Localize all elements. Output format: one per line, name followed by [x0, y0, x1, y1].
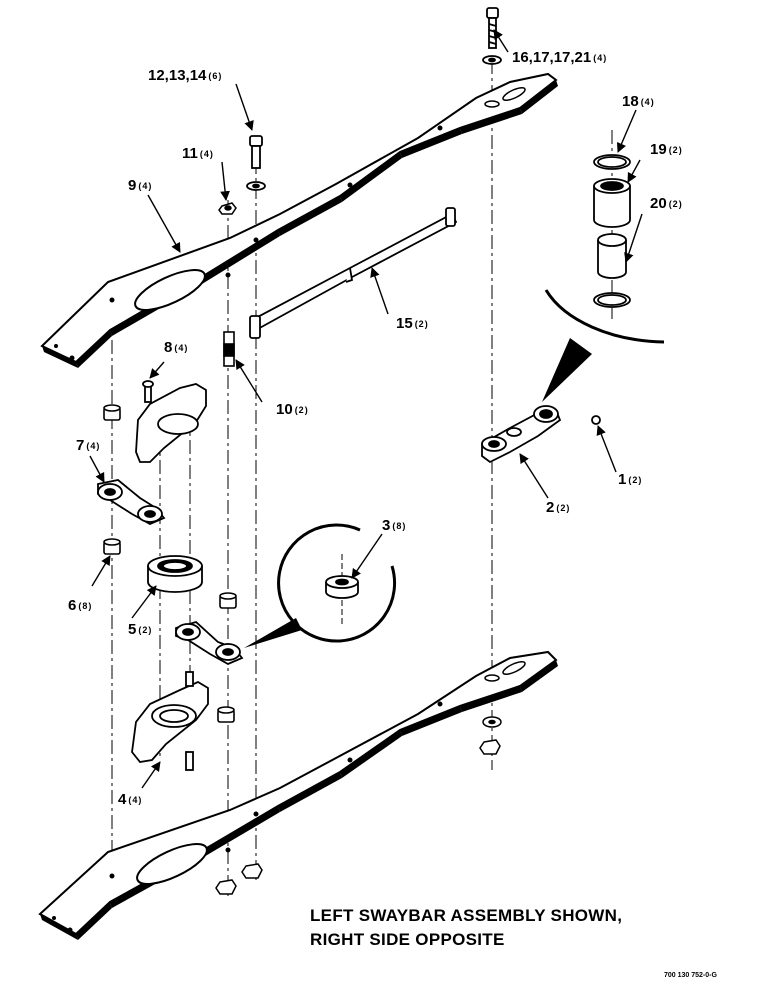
lower-nuts [215, 716, 502, 895]
callout-9: 9(4) [128, 177, 153, 194]
callout-8: 8(4) [164, 339, 189, 356]
lower-swaybar-plate [38, 650, 558, 940]
callout-6: 6(8) [68, 597, 93, 614]
callout-10: 10(2) [276, 401, 309, 418]
caption-line-2: RIGHT SIDE OPPOSITE [310, 930, 505, 949]
bushing-stack [593, 154, 631, 308]
caption-line-1: LEFT SWAYBAR ASSEMBLY SHOWN, [310, 906, 623, 925]
callout-4: 4(4) [118, 791, 143, 808]
bushings-6 [103, 404, 237, 723]
spacer-10 [223, 331, 235, 367]
bolt-12 [246, 135, 266, 191]
diagram-caption: LEFT SWAYBAR ASSEMBLY SHOWN, RIGHT SIDE … [310, 904, 622, 952]
callout-20: 20(2) [650, 195, 683, 212]
callout-15: 15(2) [396, 315, 429, 332]
detail-arc-upper [544, 289, 665, 344]
document-number: 700 130 752-0-G [664, 972, 717, 979]
bearing-5 [147, 555, 203, 593]
strap-part-15 [249, 207, 458, 339]
callout-2: 2(2) [546, 499, 571, 516]
callout-11: 11(4) [182, 145, 214, 162]
callout-3: 3(8) [382, 517, 407, 534]
detail-pointer-upper [542, 338, 592, 402]
callout-5: 5(2) [128, 621, 153, 638]
callout-19: 19(2) [650, 141, 683, 158]
callout-18: 18(4) [622, 93, 655, 110]
mount-plate-upper [135, 380, 207, 463]
nut-11 [218, 202, 237, 215]
mount-plate-lower [131, 671, 209, 771]
leader-lines [89, 29, 643, 789]
callout-7: 7(4) [76, 437, 101, 454]
link-lower [175, 620, 244, 666]
link-7 [97, 479, 166, 526]
callout-12-13-14: 12,13,14(6) [148, 67, 223, 84]
detail-pointer-3 [244, 618, 302, 648]
upper-swaybar-plate [40, 72, 558, 368]
callout-16-17-21: 16,17,17,21(4) [512, 49, 608, 66]
lever-arm-2 [481, 405, 601, 464]
callout-1: 1(2) [618, 471, 643, 488]
